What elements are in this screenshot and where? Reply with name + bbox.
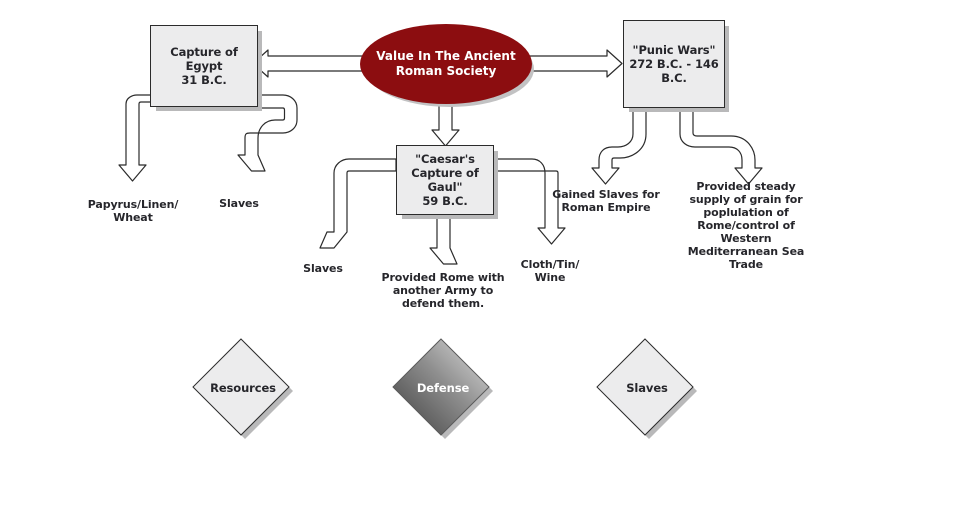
connector-gaul-to-slaves	[319, 158, 397, 249]
outcome-label-gained-slaves: Gained Slaves for Roman Empire	[545, 188, 667, 214]
category-diamond-resources-label: Resources	[184, 381, 302, 395]
center-node-value-in-ancient-roman-society[interactable]: Value In The Ancient Roman Society	[360, 24, 532, 104]
outcome-label-papyrus-linen-wheat: Papyrus/Linen/ Wheat	[72, 198, 194, 224]
center-node-line2: Roman Society	[395, 64, 497, 78]
category-slaves-text: Slaves	[626, 381, 668, 395]
connector-center-to-punic	[527, 49, 623, 78]
node-caesars-capture-of-gaul[interactable]: "Caesar's Capture of Gaul" 59 B.C.	[396, 145, 494, 215]
node-capture-of-egypt-label: Capture of Egypt 31 B.C.	[151, 45, 257, 87]
node-caesars-capture-of-gaul-line2: Capture of Gaul"	[411, 166, 479, 194]
outcome-label-egypt-slaves: Slaves	[200, 197, 278, 210]
outcome-gained-slaves-line2: Roman Empire	[561, 201, 651, 214]
connector-gaul-to-cloth	[493, 158, 566, 245]
category-diamond-slaves[interactable]: Slaves	[592, 333, 710, 451]
outcome-grain-line6: Mediterranean Sea	[687, 245, 805, 258]
outcome-cloth-line1: Cloth/Tin/	[520, 258, 580, 271]
node-capture-of-egypt-line2: 31 B.C.	[181, 73, 227, 87]
outcome-army-line1: Provided Rome with	[381, 271, 505, 284]
category-diamond-resources[interactable]: Resources	[188, 333, 306, 451]
outcome-papyrus-line2: Wheat	[113, 211, 153, 224]
category-diamond-slaves-label: Slaves	[588, 381, 706, 395]
node-capture-of-egypt-line1: Capture of Egypt	[170, 45, 238, 73]
category-diamond-defense-label: Defense	[384, 381, 502, 395]
connector-gaul-to-army	[429, 213, 458, 265]
node-caesars-capture-of-gaul-label: "Caesar's Capture of Gaul" 59 B.C.	[397, 152, 493, 208]
outcome-army-line3: defend them.	[401, 297, 485, 310]
center-node-label: Value In The Ancient Roman Society	[376, 49, 515, 79]
outcome-army-line2: another Army to	[392, 284, 494, 297]
outcome-label-cloth-tin-wine: Cloth/Tin/ Wine	[507, 258, 593, 284]
category-resources-text: Resources	[210, 381, 276, 395]
outcome-papyrus-line1: Papyrus/Linen/	[87, 198, 179, 211]
node-punic-wars-label: "Punic Wars" 272 B.C. - 146 B.C.	[625, 43, 722, 85]
connector-center-to-egypt	[252, 49, 368, 78]
outcome-grain-line2: supply of grain for	[689, 193, 803, 206]
node-punic-wars-line1: "Punic Wars"	[632, 43, 716, 57]
outcome-label-gaul-slaves: Slaves	[288, 262, 358, 275]
outcome-grain-line3: poplulation of	[703, 206, 789, 219]
outcome-grain-line7: Trade	[729, 258, 763, 271]
node-caesars-capture-of-gaul-line1: "Caesar's	[415, 152, 475, 166]
node-caesars-capture-of-gaul-line3: 59 B.C.	[422, 194, 468, 208]
center-node-line1: Value In The Ancient	[376, 49, 516, 63]
outcome-gaul-slaves-line1: Slaves	[303, 262, 343, 275]
outcome-label-provided-grain: Provided steady supply of grain for popl…	[680, 180, 812, 271]
node-punic-wars-line2: 272 B.C. - 146	[629, 57, 719, 71]
outcome-gained-slaves-line1: Gained Slaves for	[552, 188, 660, 201]
category-defense-text: Defense	[416, 381, 470, 395]
node-capture-of-egypt[interactable]: Capture of Egypt 31 B.C.	[150, 25, 258, 107]
outcome-cloth-line2: Wine	[534, 271, 566, 284]
outcome-egypt-slaves-line1: Slaves	[219, 197, 259, 210]
connector-punic-to-grain	[679, 106, 763, 185]
outcome-grain-line4: Rome/control of	[697, 219, 795, 232]
outcome-label-provided-army: Provided Rome with another Army to defen…	[375, 271, 511, 310]
node-punic-wars-line3: B.C.	[661, 71, 687, 85]
outcome-grain-line5: Western	[720, 232, 772, 245]
connector-center-to-gaul	[431, 96, 460, 147]
node-punic-wars[interactable]: "Punic Wars" 272 B.C. - 146 B.C.	[623, 20, 725, 108]
category-diamond-defense[interactable]: Defense	[388, 333, 506, 451]
outcome-grain-line1: Provided steady	[696, 180, 796, 193]
connector-punic-to-gained-slaves	[591, 106, 647, 185]
